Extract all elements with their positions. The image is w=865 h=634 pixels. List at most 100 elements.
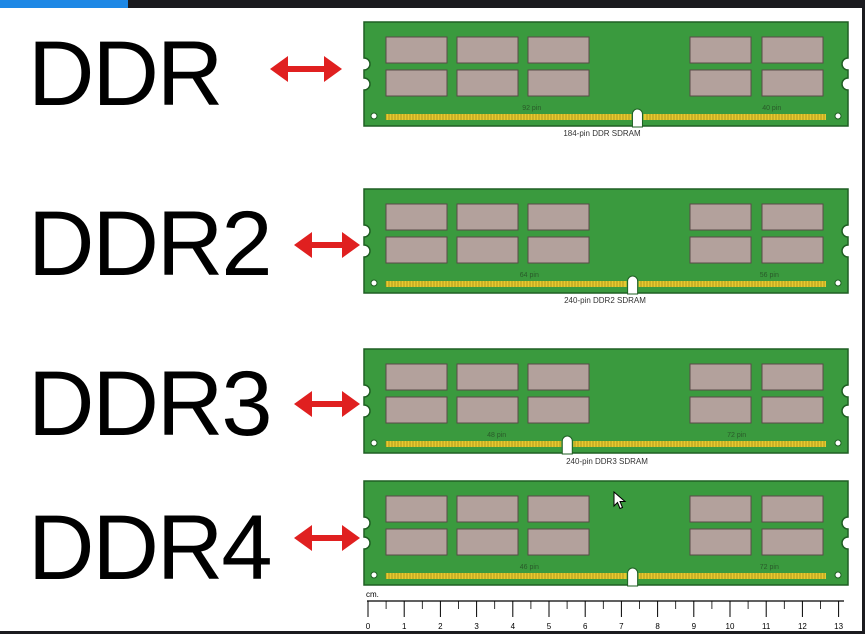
memory-chip [761, 396, 824, 424]
memory-chip [527, 396, 590, 424]
memory-chip [689, 363, 752, 391]
memory-chip [456, 236, 519, 264]
key-notch [561, 435, 573, 455]
memory-chip [689, 236, 752, 264]
pin-texture [385, 573, 825, 579]
key-notch [627, 567, 639, 587]
ram-module-ddr2: 64 pin 56 pin [363, 188, 849, 295]
ruler-unit: cm. [366, 590, 379, 599]
memory-chip [761, 363, 824, 391]
label-ddr: DDR [28, 23, 223, 125]
memory-chip [527, 236, 590, 264]
pin-contacts-left [386, 441, 562, 447]
memory-chip [689, 495, 752, 523]
ruler-tick-label: 11 [762, 622, 771, 631]
pin-count-right: 72 pin [760, 564, 779, 571]
pin-contacts-left [386, 281, 627, 287]
memory-chip [527, 36, 590, 64]
ram-module-ddr4: 46 pin 72 pin [363, 480, 849, 587]
mount-hole [834, 112, 842, 120]
pin-texture [385, 441, 825, 447]
memory-chip [456, 69, 519, 97]
window-top-bar [0, 0, 865, 8]
ruler-tick-label: 8 [655, 622, 660, 631]
label-ddr3: DDR3 [28, 353, 272, 455]
pin-count-left: 46 pin [520, 564, 539, 571]
label-ddr2: DDR2 [28, 193, 272, 295]
memory-chip [761, 36, 824, 64]
memory-chip [385, 69, 448, 97]
memory-chip [527, 203, 590, 231]
memory-chip [689, 528, 752, 556]
memory-chip [689, 396, 752, 424]
pin-count-left: 64 pin [520, 272, 539, 279]
ruler-tick-label: 5 [547, 622, 552, 631]
ruler-tick-label: 9 [692, 622, 697, 631]
pin-contacts-right [638, 281, 826, 287]
memory-chip [761, 69, 824, 97]
memory-chip [385, 396, 448, 424]
key-notch [631, 108, 643, 128]
memory-chip [385, 36, 448, 64]
memory-chip [527, 528, 590, 556]
caption-ddr3: 240-pin DDR3 SDRAM [566, 457, 648, 466]
memory-chip [527, 495, 590, 523]
memory-chip [456, 363, 519, 391]
double-arrow-icon [294, 391, 360, 417]
ruler-tick-label: 3 [474, 622, 479, 631]
key-notch [627, 275, 639, 295]
memory-chip [456, 495, 519, 523]
ram-module-ddr: 92 pin 40 pin [363, 21, 849, 128]
mouse-cursor-icon [613, 491, 627, 510]
double-arrow-icon [270, 56, 342, 82]
pin-contacts-right [638, 573, 826, 579]
ruler-tick-label: 0 [366, 622, 371, 631]
ruler-tick-label: 13 [834, 622, 843, 631]
memory-chip [761, 528, 824, 556]
double-arrow-icon [294, 232, 360, 258]
memory-chip [689, 36, 752, 64]
mount-hole [370, 112, 378, 120]
memory-chip [385, 363, 448, 391]
double-arrow-icon [294, 525, 360, 551]
progress-accent [0, 0, 128, 8]
memory-chip [761, 203, 824, 231]
ruler-tick-label: 10 [726, 622, 735, 631]
ruler-tick-label: 7 [619, 622, 624, 631]
pin-texture [385, 281, 825, 287]
mount-hole [834, 571, 842, 579]
memory-chip [761, 495, 824, 523]
pin-contacts-left [386, 573, 627, 579]
pin-count-right: 40 pin [762, 105, 781, 112]
pin-texture [385, 114, 825, 120]
memory-chip [456, 528, 519, 556]
memory-chip [385, 495, 448, 523]
memory-chip [385, 203, 448, 231]
label-ddr4: DDR4 [28, 497, 272, 599]
ruler-tick-label: 2 [438, 622, 443, 631]
pin-count-left: 92 pin [522, 105, 541, 112]
pin-count-right: 56 pin [760, 272, 779, 279]
memory-chip [527, 69, 590, 97]
memory-chip [456, 36, 519, 64]
mount-hole [834, 439, 842, 447]
mount-hole [370, 571, 378, 579]
window-bottom-edge [0, 631, 865, 634]
ruler-tick-label: 6 [583, 622, 588, 631]
caption-ddr: 184-pin DDR SDRAM [563, 129, 641, 138]
pin-contacts-right [643, 114, 826, 120]
memory-chip [689, 203, 752, 231]
mount-hole [370, 439, 378, 447]
caption-ddr2: 240-pin DDR2 SDRAM [564, 296, 646, 305]
memory-chip [456, 203, 519, 231]
memory-chip [456, 396, 519, 424]
ruler-tick-label: 4 [511, 622, 516, 631]
window-right-edge [862, 0, 865, 634]
mount-hole [834, 279, 842, 287]
mount-hole [370, 279, 378, 287]
memory-chip [385, 528, 448, 556]
memory-chip [527, 363, 590, 391]
